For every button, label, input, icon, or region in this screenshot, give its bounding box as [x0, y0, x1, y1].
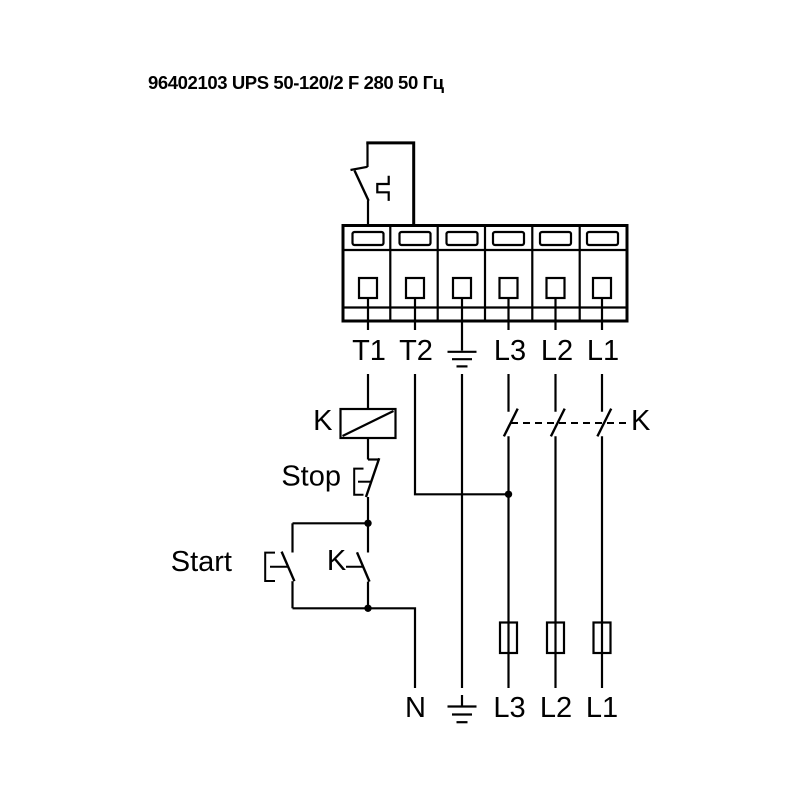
coil-label: K — [313, 405, 333, 437]
thermal-switch — [350, 141, 416, 226]
supply-label-l2: L2 — [540, 692, 572, 724]
contactor-coil-icon — [339, 407, 397, 440]
terminal-label-t1: T1 — [352, 335, 386, 367]
supply-label-l1: L1 — [586, 692, 618, 724]
earth-ground-icon — [447, 350, 477, 368]
fuses — [498, 621, 612, 655]
fuse-icon — [545, 621, 566, 655]
junction-dot — [364, 604, 372, 612]
neutral-label: N — [405, 692, 426, 724]
thermal-actuator-icon — [376, 175, 390, 201]
terminal-label-l3: L3 — [494, 335, 526, 367]
contactor-label: K — [631, 405, 651, 437]
start-button-icon — [264, 523, 296, 609]
control-circuit: K Stop Start — [171, 374, 513, 688]
start-label: Start — [171, 546, 232, 578]
terminal-block — [341, 224, 629, 351]
stop-button-icon — [353, 457, 381, 498]
terminal-labels: T1 T2 L3 L2 L1 — [352, 335, 619, 368]
fuse-icon — [592, 621, 612, 655]
contactor-main-contacts: K — [502, 374, 651, 688]
stop-label: Stop — [281, 461, 341, 493]
supply-labels: N L3 L2 L1 — [405, 692, 618, 724]
fuse-icon — [498, 621, 519, 655]
terminal-label-l1: L1 — [587, 335, 619, 367]
diagram-title: 96402103 UPS 50-120/2 F 280 50 Гц — [148, 72, 445, 93]
holding-contact-icon — [346, 523, 371, 609]
terminal-label-l2: L2 — [541, 335, 573, 367]
holding-contact-label: K — [327, 545, 347, 577]
terminal-label-t2: T2 — [399, 335, 433, 367]
supply-label-l3: L3 — [493, 692, 525, 724]
earth-ground-icon — [447, 695, 477, 724]
terminal-slots — [351, 230, 620, 247]
